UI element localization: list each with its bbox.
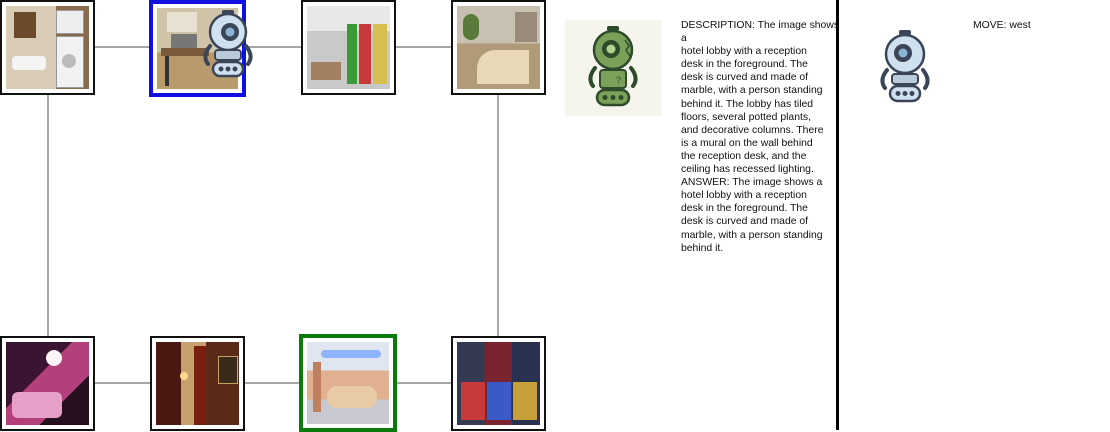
grid-edges: [47, 46, 499, 384]
room-photo: [307, 342, 389, 424]
grid-node-hallway[interactable]: [150, 336, 245, 431]
room-photo: [6, 6, 89, 89]
room-photo: [457, 342, 540, 425]
grid-node-hotel-lobby[interactable]: [451, 0, 546, 95]
room-photo: [457, 6, 540, 89]
observer-panel: ?: [565, 20, 661, 116]
room-photo: [6, 342, 89, 425]
room-photo: [156, 342, 239, 425]
room-photo: [307, 6, 390, 89]
description-text: DESCRIPTION: The image shows a hotel lob…: [681, 20, 840, 254]
grid-node-bathroom[interactable]: [0, 0, 95, 95]
robot-green-icon: ?: [588, 26, 638, 107]
panel-divider: [836, 0, 839, 430]
svg-text:?: ?: [616, 75, 621, 85]
grid-node-hotel-lobby-target[interactable]: [299, 334, 397, 432]
grid-node-nightclub[interactable]: [0, 336, 95, 431]
grid-node-arcade[interactable]: [451, 336, 546, 431]
move-label: MOVE: west: [973, 20, 1031, 31]
robot-icon: [203, 10, 253, 78]
grid-node-store[interactable]: [301, 0, 396, 95]
robot-icon: [880, 30, 930, 103]
